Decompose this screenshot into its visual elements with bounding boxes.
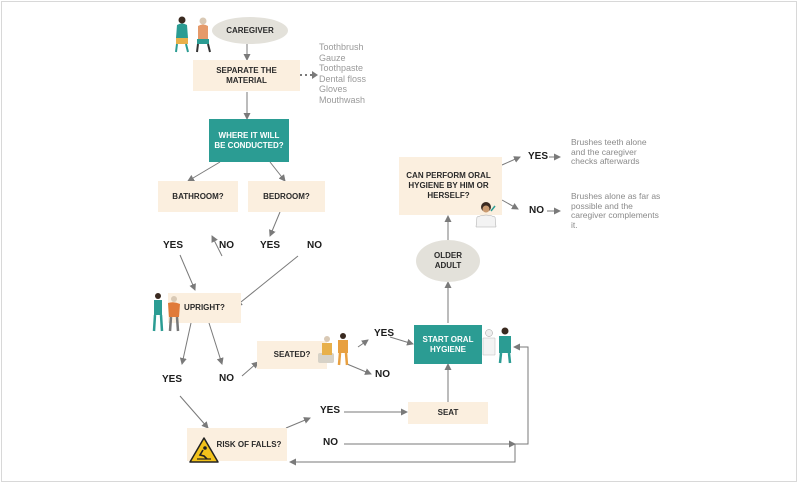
material-item: Toothpaste bbox=[319, 63, 364, 73]
older-adult-node: OLDER ADULT bbox=[416, 240, 480, 282]
material-item: Gauze bbox=[319, 52, 346, 63]
bedroom-node: BEDROOM? bbox=[248, 181, 325, 212]
material-item: Dental floss bbox=[319, 73, 367, 84]
material-item: Gloves bbox=[319, 84, 348, 94]
seated-node: SEATED? bbox=[257, 341, 327, 369]
older-adult-brushing-icon bbox=[475, 202, 497, 228]
bathroom-no-label: NO bbox=[219, 240, 234, 251]
upright-node: UPRIGHT? bbox=[168, 293, 241, 323]
bathroom-node: BATHROOM? bbox=[158, 181, 238, 212]
can-perform-yes-label: YES bbox=[528, 151, 549, 162]
can-perform-node: CAN PERFORM ORAL HYGIENE BY HIM OR HERSE… bbox=[399, 157, 502, 215]
fall-warning-icon bbox=[189, 437, 219, 463]
material-item: Mouthwash bbox=[319, 94, 366, 105]
upright-yes-label: YES bbox=[162, 374, 183, 385]
seated-no-label: NO bbox=[375, 369, 390, 380]
seat-node: SEAT bbox=[408, 402, 488, 424]
caregiver-node: CAREGIVER bbox=[212, 17, 288, 44]
material-item: Toothbrush bbox=[319, 42, 364, 52]
caregiver-people-icon bbox=[175, 16, 211, 53]
risk-yes-label: YES bbox=[320, 405, 341, 416]
start-oral-hygiene-node: START ORAL HYGIENE bbox=[414, 325, 482, 364]
caregiver-patient-icon bbox=[152, 293, 180, 332]
bathroom-yes-label: YES bbox=[163, 240, 184, 251]
can-perform-no-label: NO bbox=[529, 205, 544, 216]
yes-outcome-note: Brushes teeth alone and the caregiver ch… bbox=[571, 137, 647, 167]
seated-yes-label: YES bbox=[374, 328, 395, 339]
separate-material-node: SEPARATE THE MATERIAL bbox=[193, 60, 300, 91]
upright-no-label: NO bbox=[219, 373, 234, 384]
where-conducted-node: WHERE IT WILL BE CONDUCTED? bbox=[209, 119, 289, 162]
oral-hygiene-people-icon bbox=[482, 327, 512, 364]
seated-people-icon bbox=[318, 333, 349, 366]
risk-no-label: NO bbox=[323, 437, 338, 448]
materials-list: Toothbrush Gauze Toothpaste Dental floss… bbox=[319, 43, 366, 106]
no-outcome-note: Brushes alone as far as possible and the… bbox=[571, 191, 661, 230]
bedroom-yes-label: YES bbox=[260, 240, 281, 251]
bedroom-no-label: NO bbox=[307, 240, 322, 251]
